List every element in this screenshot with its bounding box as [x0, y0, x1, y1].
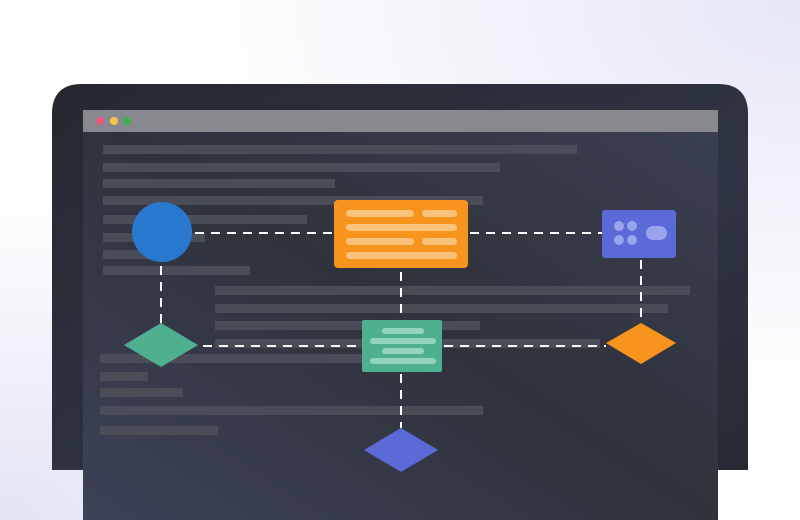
placeholder-line — [215, 304, 668, 313]
placeholder-line — [100, 372, 148, 381]
minimize-dot — [110, 117, 118, 125]
maximize-dot — [123, 117, 131, 125]
placeholder-line — [103, 196, 483, 205]
window-title-bar — [83, 110, 718, 132]
placeholder-line — [103, 215, 307, 224]
purple-widget-node — [602, 210, 676, 258]
placeholder-line — [103, 163, 500, 172]
placeholder-line — [100, 426, 218, 435]
placeholder-line — [100, 406, 483, 415]
placeholder-line — [215, 321, 480, 330]
purple-decision-diamond — [364, 428, 438, 472]
placeholder-line — [215, 286, 690, 295]
placeholder-line — [103, 179, 335, 188]
connectors — [160, 232, 642, 428]
orange-decision-diamond — [606, 323, 676, 364]
placeholder-line — [103, 266, 250, 275]
placeholder-line — [103, 250, 160, 259]
placeholder-line — [100, 388, 183, 397]
orange-process-node — [334, 200, 468, 268]
green-process-node — [362, 320, 442, 372]
close-dot — [96, 117, 104, 125]
placeholder-line — [100, 354, 370, 363]
start-circle-node — [132, 202, 192, 262]
green-decision-diamond — [124, 323, 198, 367]
placeholder-line — [103, 145, 577, 154]
